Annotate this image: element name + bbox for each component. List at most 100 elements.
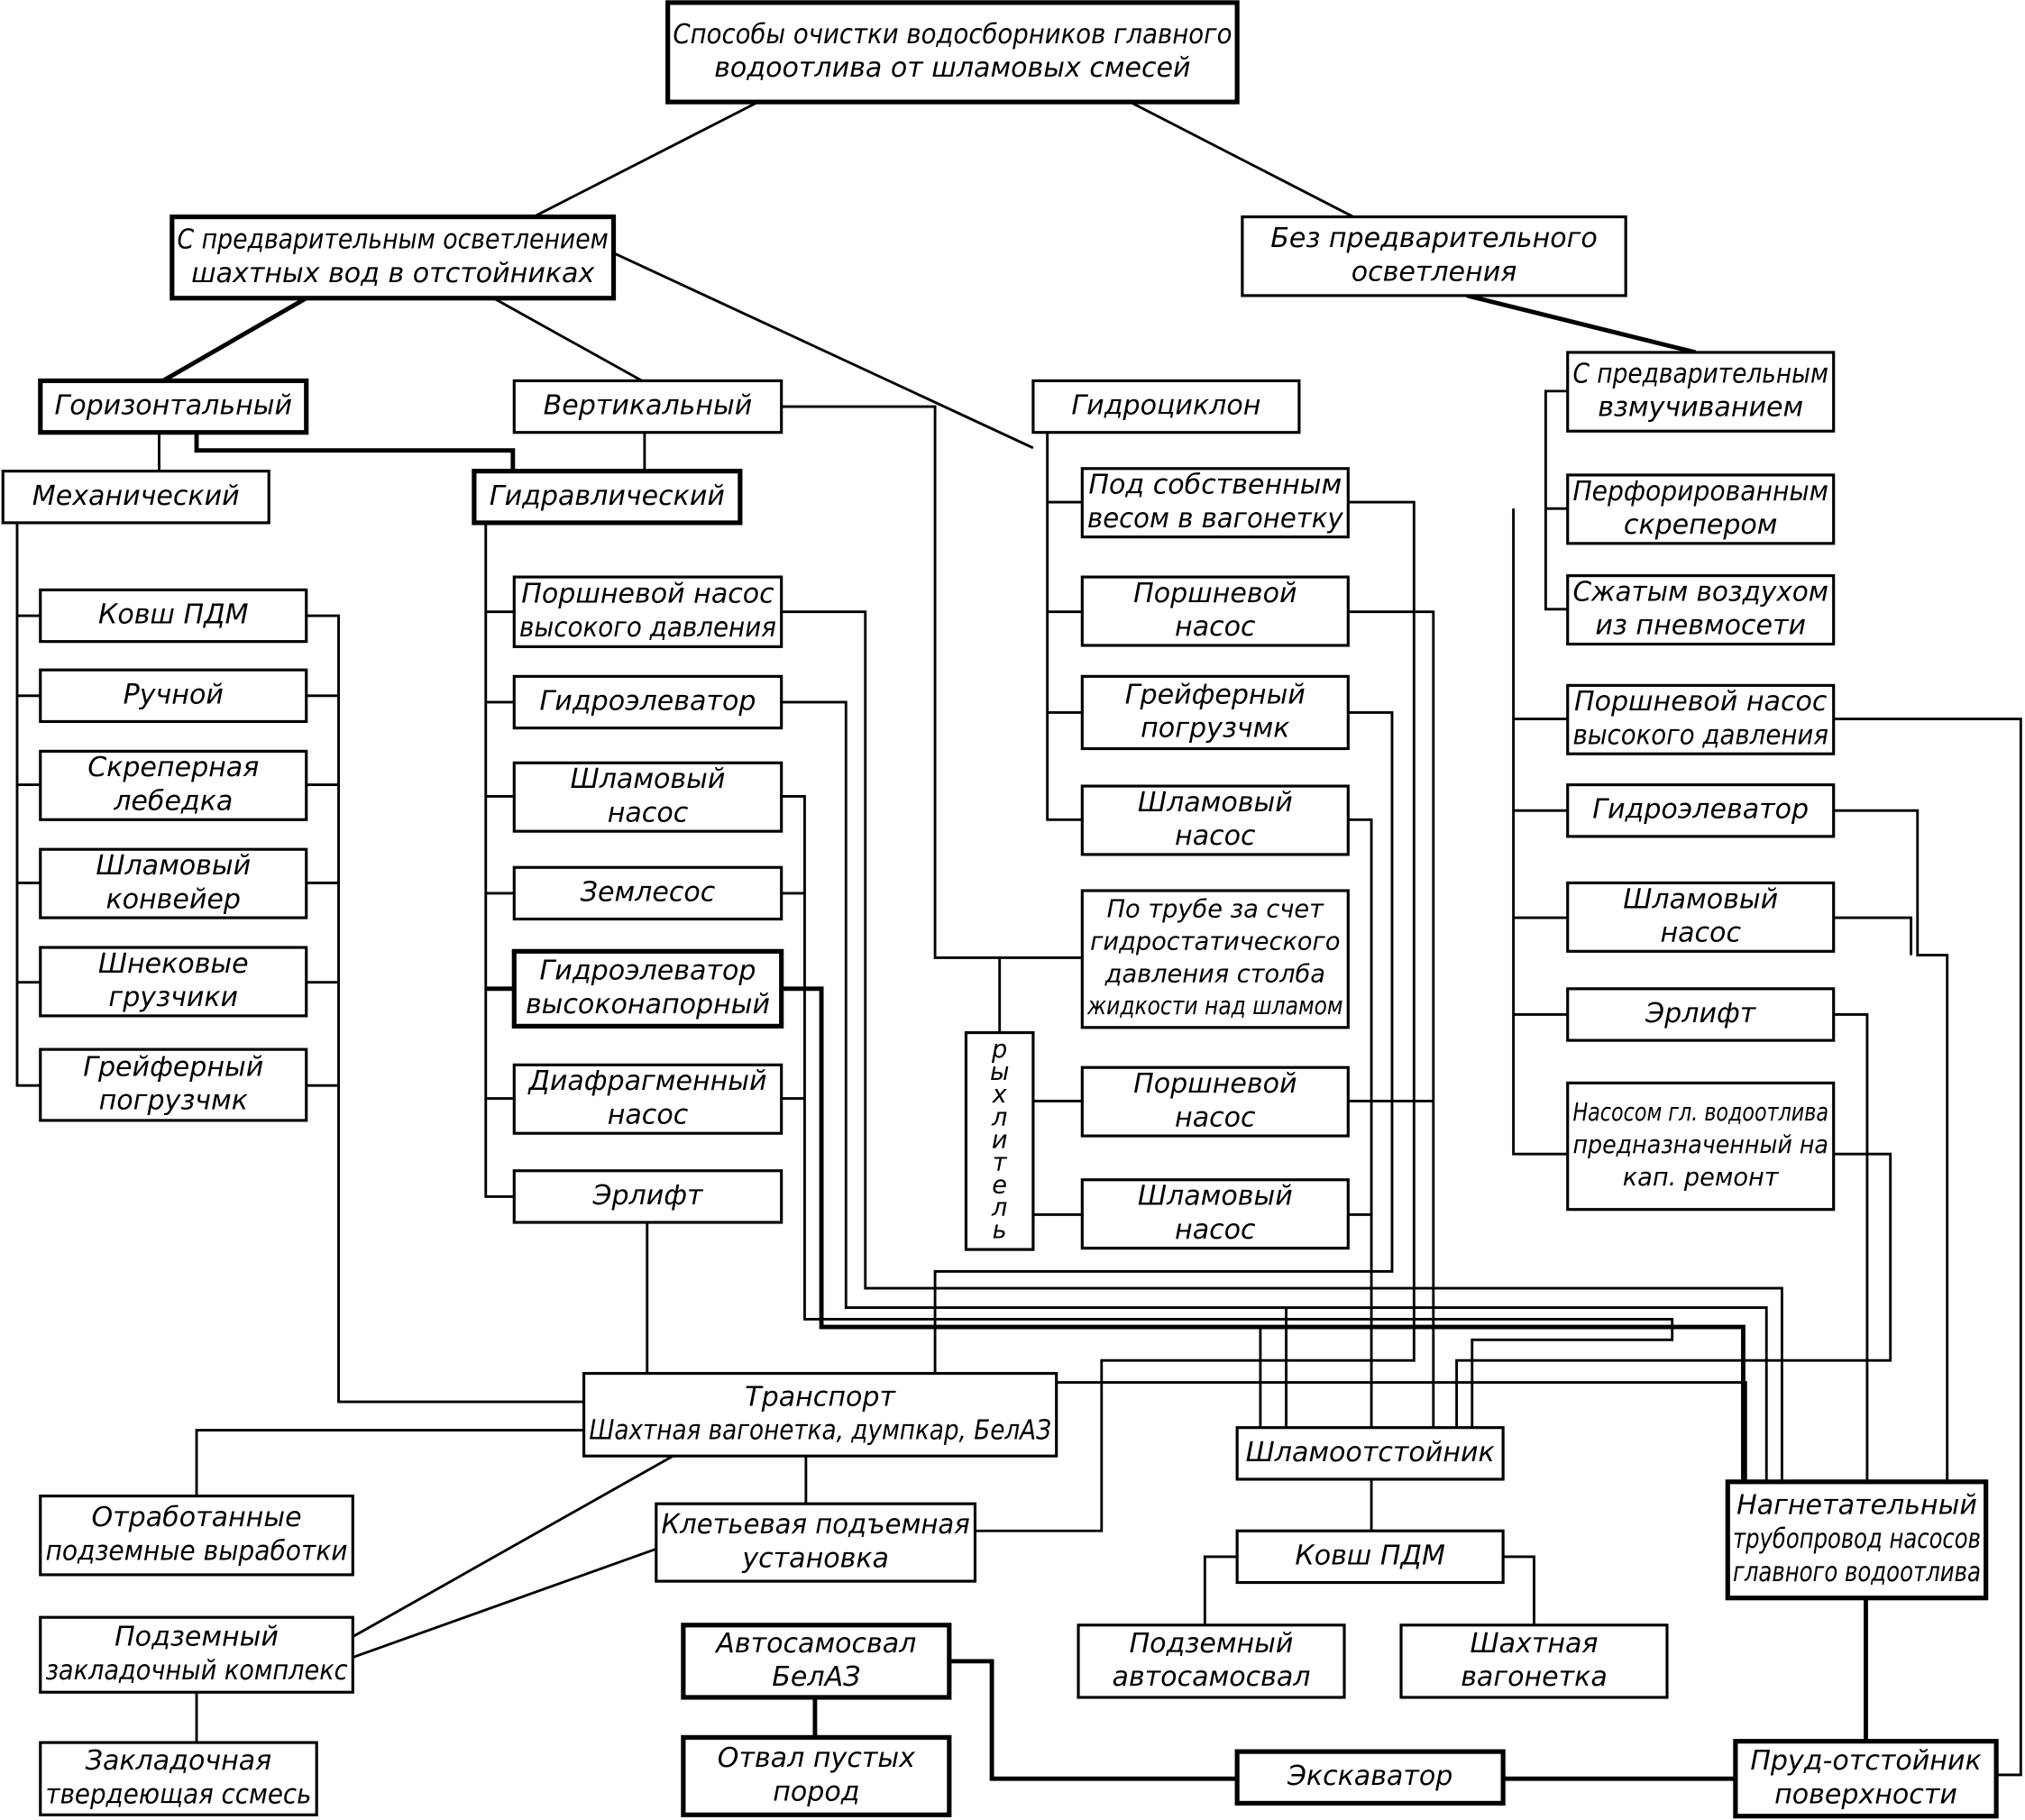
- node-label: шахтных вод в отстойниках: [191, 258, 595, 289]
- node-box: [39, 668, 308, 724]
- node-label: и: [992, 1126, 1008, 1154]
- node-box: [1566, 351, 1836, 433]
- node-label: По трубе за счет: [1107, 896, 1325, 924]
- node-label: Ковш ПДМ: [1295, 1540, 1445, 1571]
- node-label: БелАЗ: [772, 1661, 860, 1693]
- node-label: автосамосвал: [1113, 1661, 1311, 1693]
- node-label: Гидроэлеватор: [540, 685, 756, 717]
- node-box: [681, 1734, 952, 1817]
- node-box: [512, 379, 783, 434]
- node-box: [512, 674, 783, 730]
- node-box: [512, 761, 783, 833]
- connector-line: [195, 1429, 584, 1496]
- node-label: Поршневой насос: [521, 579, 774, 610]
- node-label: главного водоотлива: [1733, 1557, 1981, 1588]
- node-label: пород: [773, 1776, 859, 1807]
- connector-line: [781, 986, 1746, 1482]
- connector-line: [1046, 432, 1083, 821]
- node-label: Сжатым воздухом: [1572, 576, 1828, 608]
- node-label: насос: [1175, 1102, 1256, 1133]
- node-mech-bucket: Ковш ПДМ: [39, 588, 308, 644]
- node-label: из пневмосети: [1595, 610, 1806, 642]
- node-label: закладочный комплекс: [45, 1655, 347, 1687]
- node-box: [39, 1495, 354, 1577]
- node-label: Отвал пустых: [718, 1742, 916, 1774]
- node-label: Без предварительного: [1270, 223, 1598, 254]
- node-box: [1235, 1426, 1505, 1481]
- node-label: Транспорт: [745, 1381, 896, 1413]
- connector-line: [948, 1659, 1238, 1781]
- node-vert-pipe: По трубе за счетгидростатическогодавлени…: [1080, 889, 1350, 1029]
- connector-line: [1129, 100, 1354, 218]
- node-box: [665, 0, 1240, 105]
- node-box: [512, 1063, 783, 1135]
- node-box: [1733, 1739, 1999, 1819]
- connector-line: [781, 795, 1674, 1428]
- node-box: [39, 946, 308, 1018]
- node-label: лебедка: [113, 785, 233, 817]
- node-label: погрузчмк: [1141, 713, 1289, 745]
- node-box: [1080, 467, 1350, 539]
- node-hyd-dredge: Землесос: [512, 865, 783, 921]
- node-settler-bucket: Ковш ПДМ: [1235, 1529, 1505, 1585]
- node-label: р: [991, 1036, 1007, 1064]
- node-label: Насосом гл. водоотлива: [1572, 1099, 1828, 1127]
- node-label: С предварительным осветлением: [178, 224, 609, 256]
- node-label: Гидроциклон: [1071, 390, 1260, 422]
- connector-line: [1544, 389, 1568, 611]
- node-box: [1566, 783, 1836, 838]
- node-box: [511, 948, 784, 1029]
- node-label: х: [992, 1081, 1008, 1109]
- node-label: Шламоотстойник: [1246, 1437, 1495, 1468]
- node-box: [1031, 379, 1301, 434]
- node-label: Нагнетательный: [1736, 1490, 1977, 1522]
- connector-line: [492, 297, 643, 382]
- connector-line: [781, 700, 1768, 1482]
- node-label: С предварительным: [1572, 358, 1828, 389]
- node-label: л: [991, 1194, 1007, 1221]
- connector-line: [1512, 508, 1568, 1156]
- node-label: грузчики: [108, 982, 238, 1013]
- node-box: [964, 1030, 1035, 1251]
- node-mechanical: Механический: [1, 470, 270, 525]
- node-box: [1399, 1623, 1669, 1699]
- connector-line: [352, 1547, 657, 1659]
- node-box: [38, 378, 309, 435]
- node-label: подземные выработки: [45, 1535, 347, 1567]
- node-label: Вертикальный: [544, 390, 753, 422]
- node-hyd-hydroelevator: Гидроэлеватор: [512, 674, 783, 730]
- node-label: л: [991, 1103, 1007, 1131]
- node-mech-manual: Ручной: [39, 668, 308, 724]
- connector-line: [306, 614, 584, 1404]
- connector-line: [194, 432, 516, 471]
- node-box: [1241, 215, 1627, 297]
- node-box: [1235, 1529, 1505, 1585]
- node-label: гидростатического: [1090, 928, 1340, 956]
- connector-line: [1466, 293, 1697, 355]
- node-label: Гидравлический: [490, 480, 725, 512]
- node-label: Поршневой насос: [1574, 686, 1828, 718]
- node-label: Шахтная вагонетка, думпкар, БелАЗ: [589, 1414, 1051, 1446]
- node-label: Автосамосвал: [714, 1628, 916, 1660]
- node-label: Пруд-отстойник: [1750, 1745, 1981, 1777]
- connector-line: [1503, 1555, 1535, 1625]
- connectors: [15, 100, 2022, 1781]
- node-label: Клетьевая подъемная: [662, 1509, 970, 1541]
